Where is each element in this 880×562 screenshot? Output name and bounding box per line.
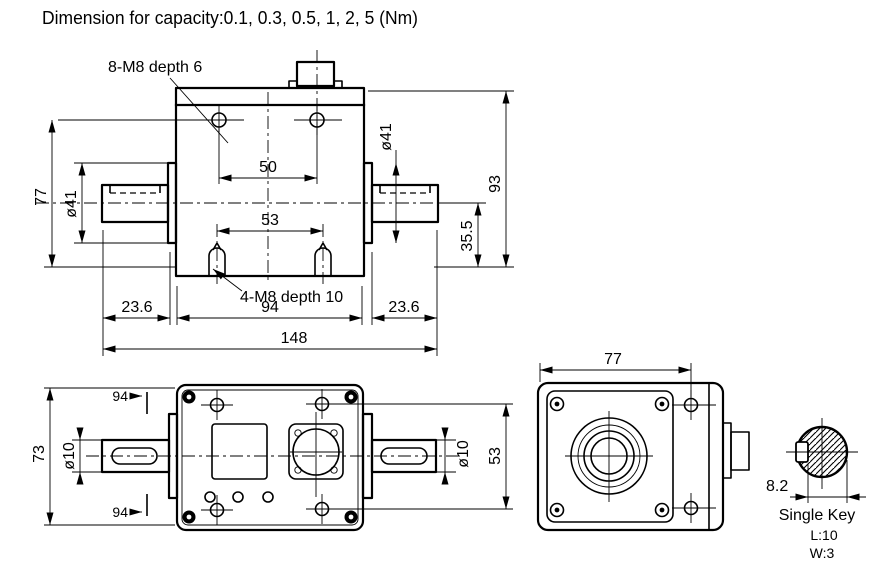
dim-label-8-2: 8.2: [766, 478, 788, 495]
dim-label-53-top: 53: [487, 447, 504, 465]
front-right-shaft: [362, 161, 440, 245]
front-top-connector: [288, 60, 343, 89]
dim-73: 73: [31, 387, 175, 526]
dim-label-dia41-right: ø41: [378, 123, 395, 151]
dim-label-77-end: 77: [604, 351, 622, 368]
dim-label-dia10-left: ø10: [61, 442, 78, 470]
end-shaft-rings: [565, 411, 653, 502]
single-key-label: Single Key: [779, 507, 856, 524]
dim-35-5: 35.5: [440, 202, 486, 267]
note-label-4m8: 4-M8 depth 10: [240, 289, 343, 306]
dim-77-front: 77: [33, 120, 176, 268]
key-ref-top: 94: [112, 388, 148, 414]
top-small-holes: [204, 491, 274, 503]
end-body: [536, 381, 725, 532]
key-length-label: L:10: [810, 527, 837, 543]
dim-label-53-front: 53: [261, 212, 279, 229]
dim-label-dia10-right: ø10: [455, 440, 472, 468]
front-view: 50 53 77 ø41 ø41: [33, 50, 514, 356]
end-connector: [722, 422, 750, 479]
end-view: 77: [536, 351, 750, 532]
dim-label-50: 50: [259, 159, 277, 176]
note-4m8: 4-M8 depth 10: [212, 268, 343, 306]
key-ref-bottom: 94: [112, 494, 148, 520]
dim-50: 50: [218, 128, 318, 184]
dim-label-dia41-left: ø41: [63, 190, 80, 218]
note-8m8: 8-M8 depth 6: [108, 59, 229, 144]
dim-label-94: 94: [261, 299, 279, 316]
end-side-holes: [672, 390, 716, 523]
front-left-shaft: [100, 161, 178, 245]
dim-label-148: 148: [281, 330, 308, 347]
dim-label-93: 93: [487, 175, 504, 193]
top-connector: [288, 412, 344, 497]
page-title: Dimension for capacity:0.1, 0.3, 0.5, 1,…: [42, 8, 418, 28]
dim-label-35-5: 35.5: [459, 220, 476, 251]
key-detail: 8.2 Single Key L:10 W:3: [766, 418, 866, 561]
dim-dia41-left: ø41: [63, 162, 168, 244]
top-corner-screws: [182, 390, 358, 524]
dim-dia41-right: ø41: [378, 123, 400, 243]
note-label-8m8: 8-M8 depth 6: [108, 59, 202, 76]
dim-77-end: 77: [539, 351, 692, 397]
dim-label-77-front: 77: [33, 188, 50, 206]
dim-53-top: 53: [338, 403, 513, 510]
top-mounting-holes: [201, 389, 338, 525]
dim-bottom-chain: 23.6 94 23.6 148: [102, 230, 438, 356]
top-window: [211, 423, 268, 480]
top-right-shaft: [361, 412, 438, 500]
dim-label-73: 73: [31, 445, 48, 463]
key-ref-top-label: 94: [112, 388, 128, 404]
dim-label-23-6-left: 23.6: [121, 299, 152, 316]
dim-dia10-left: ø10: [61, 427, 102, 485]
dim-dia10-right: ø10: [436, 427, 472, 485]
dim-93: 93: [368, 90, 514, 268]
top-view: 73 ø10 ø10 53 94: [31, 383, 513, 532]
front-bottom-studs: [208, 242, 332, 276]
dim-label-23-6-right: 23.6: [388, 299, 419, 316]
dim-53-front: 53: [217, 212, 323, 235]
end-corner-holes: [549, 396, 670, 518]
key-ref-bottom-label: 94: [112, 504, 128, 520]
dim-8-2: 8.2: [766, 460, 866, 503]
top-left-shaft: [100, 412, 179, 500]
key-width-label: W:3: [810, 545, 835, 561]
